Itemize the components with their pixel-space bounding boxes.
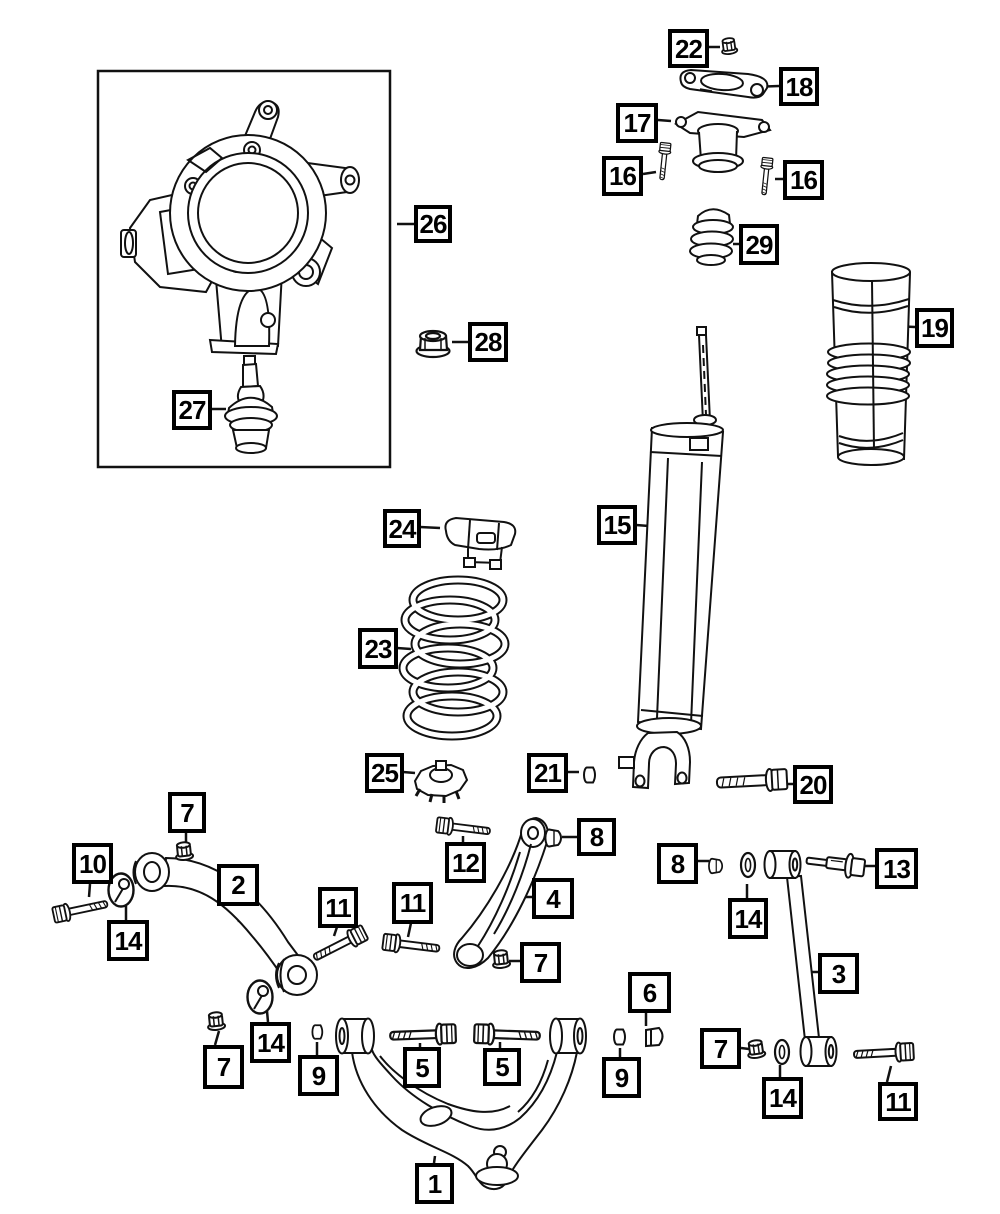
- washer-drawing-14c: [739, 851, 757, 879]
- callout-8a[interactable]: 8: [577, 818, 616, 856]
- dust-shield-drawing: [826, 262, 912, 466]
- bolt-drawing-16b: [757, 156, 775, 196]
- cap-drawing-6: [645, 1026, 664, 1048]
- callout-26[interactable]: 26: [414, 205, 452, 243]
- bolt-drawing-16a: [655, 141, 673, 181]
- bolt-drawing-20: [715, 767, 789, 792]
- cam-washer-drawing-14b: [246, 979, 274, 1015]
- callout-10[interactable]: 10: [72, 843, 113, 884]
- callout-16b[interactable]: 16: [783, 160, 824, 200]
- callout-5b[interactable]: 5: [483, 1048, 521, 1086]
- callout-16a[interactable]: 16: [602, 156, 643, 196]
- callout-7c[interactable]: 7: [203, 1045, 244, 1089]
- callout-13[interactable]: 13: [875, 848, 918, 889]
- knuckle-drawing: [120, 100, 360, 356]
- bolt-drawing-11b: [381, 931, 442, 959]
- callout-17[interactable]: 17: [616, 103, 658, 143]
- shock-mount-drawing: [674, 110, 772, 173]
- washer-drawing-14d: [773, 1038, 791, 1066]
- spring-isolator-lower-drawing: [413, 760, 469, 803]
- nut-drawing-9a: [311, 1024, 324, 1040]
- spring-isolator-upper-drawing: [444, 516, 517, 570]
- toe-link-drawing: [763, 850, 838, 1067]
- callout-4[interactable]: 4: [532, 878, 574, 919]
- ball-joint-drawing: [224, 355, 278, 454]
- callout-1[interactable]: 1: [415, 1163, 454, 1204]
- callout-7d[interactable]: 7: [700, 1028, 741, 1069]
- coil-spring-drawing: [398, 575, 510, 741]
- callout-14d[interactable]: 14: [762, 1077, 803, 1119]
- callout-19[interactable]: 19: [915, 308, 954, 348]
- callout-28[interactable]: 28: [468, 322, 508, 362]
- cam-bolt-drawing-13: [805, 852, 867, 879]
- camber-link-drawing: [453, 816, 549, 970]
- nut-drawing-9b: [613, 1028, 626, 1046]
- nut-drawing-7a: [173, 840, 195, 862]
- support-plate-drawing: [679, 68, 769, 99]
- callout-23[interactable]: 23: [358, 628, 398, 669]
- callout-6[interactable]: 6: [628, 972, 671, 1013]
- callout-25[interactable]: 25: [365, 753, 404, 793]
- callout-9a[interactable]: 9: [298, 1055, 339, 1096]
- callout-11b[interactable]: 11: [392, 882, 433, 924]
- shock-absorber-drawing: [618, 326, 725, 790]
- nut-drawing-7c: [205, 1010, 227, 1032]
- callout-18[interactable]: 18: [779, 67, 819, 106]
- callout-21[interactable]: 21: [527, 753, 568, 793]
- jounce-bumper-drawing: [689, 208, 734, 266]
- bushing-drawing-21: [583, 766, 596, 784]
- callout-3[interactable]: 3: [818, 953, 859, 994]
- bushing-drawing-8b: [708, 857, 724, 875]
- callout-14b[interactable]: 14: [250, 1022, 291, 1063]
- bolt-drawing-11a: [309, 923, 370, 967]
- flange-nut-drawing: [415, 329, 451, 359]
- callout-20[interactable]: 20: [793, 765, 833, 804]
- callout-24[interactable]: 24: [383, 509, 421, 548]
- callout-11a[interactable]: 11: [318, 887, 358, 928]
- bolt-drawing-5a: [388, 1022, 458, 1048]
- callout-14c[interactable]: 14: [728, 898, 768, 939]
- inset-box: [96, 69, 392, 469]
- callout-22[interactable]: 22: [668, 29, 709, 68]
- nut-drawing-7b: [490, 948, 512, 970]
- bolt-drawing-5b: [472, 1022, 542, 1048]
- callout-29[interactable]: 29: [739, 224, 779, 265]
- callout-14a[interactable]: 14: [107, 920, 149, 961]
- bolt-drawing-10: [50, 894, 110, 925]
- callout-27[interactable]: 27: [172, 390, 212, 430]
- callout-11c[interactable]: 11: [878, 1082, 918, 1121]
- callout-9b[interactable]: 9: [602, 1057, 641, 1098]
- nut-drawing-22: [719, 36, 739, 56]
- callout-7b[interactable]: 7: [520, 942, 561, 983]
- callout-15[interactable]: 15: [597, 505, 637, 545]
- nut-drawing-7d: [745, 1038, 767, 1060]
- callout-7a[interactable]: 7: [168, 792, 206, 833]
- callout-8b[interactable]: 8: [657, 843, 698, 884]
- lower-control-arm-drawing: [335, 1017, 587, 1191]
- bolt-drawing-11c: [852, 1040, 915, 1065]
- callout-2[interactable]: 2: [217, 864, 259, 906]
- callout-12[interactable]: 12: [445, 842, 486, 883]
- bushing-drawing-8a: [544, 828, 562, 848]
- callout-5a[interactable]: 5: [403, 1047, 441, 1088]
